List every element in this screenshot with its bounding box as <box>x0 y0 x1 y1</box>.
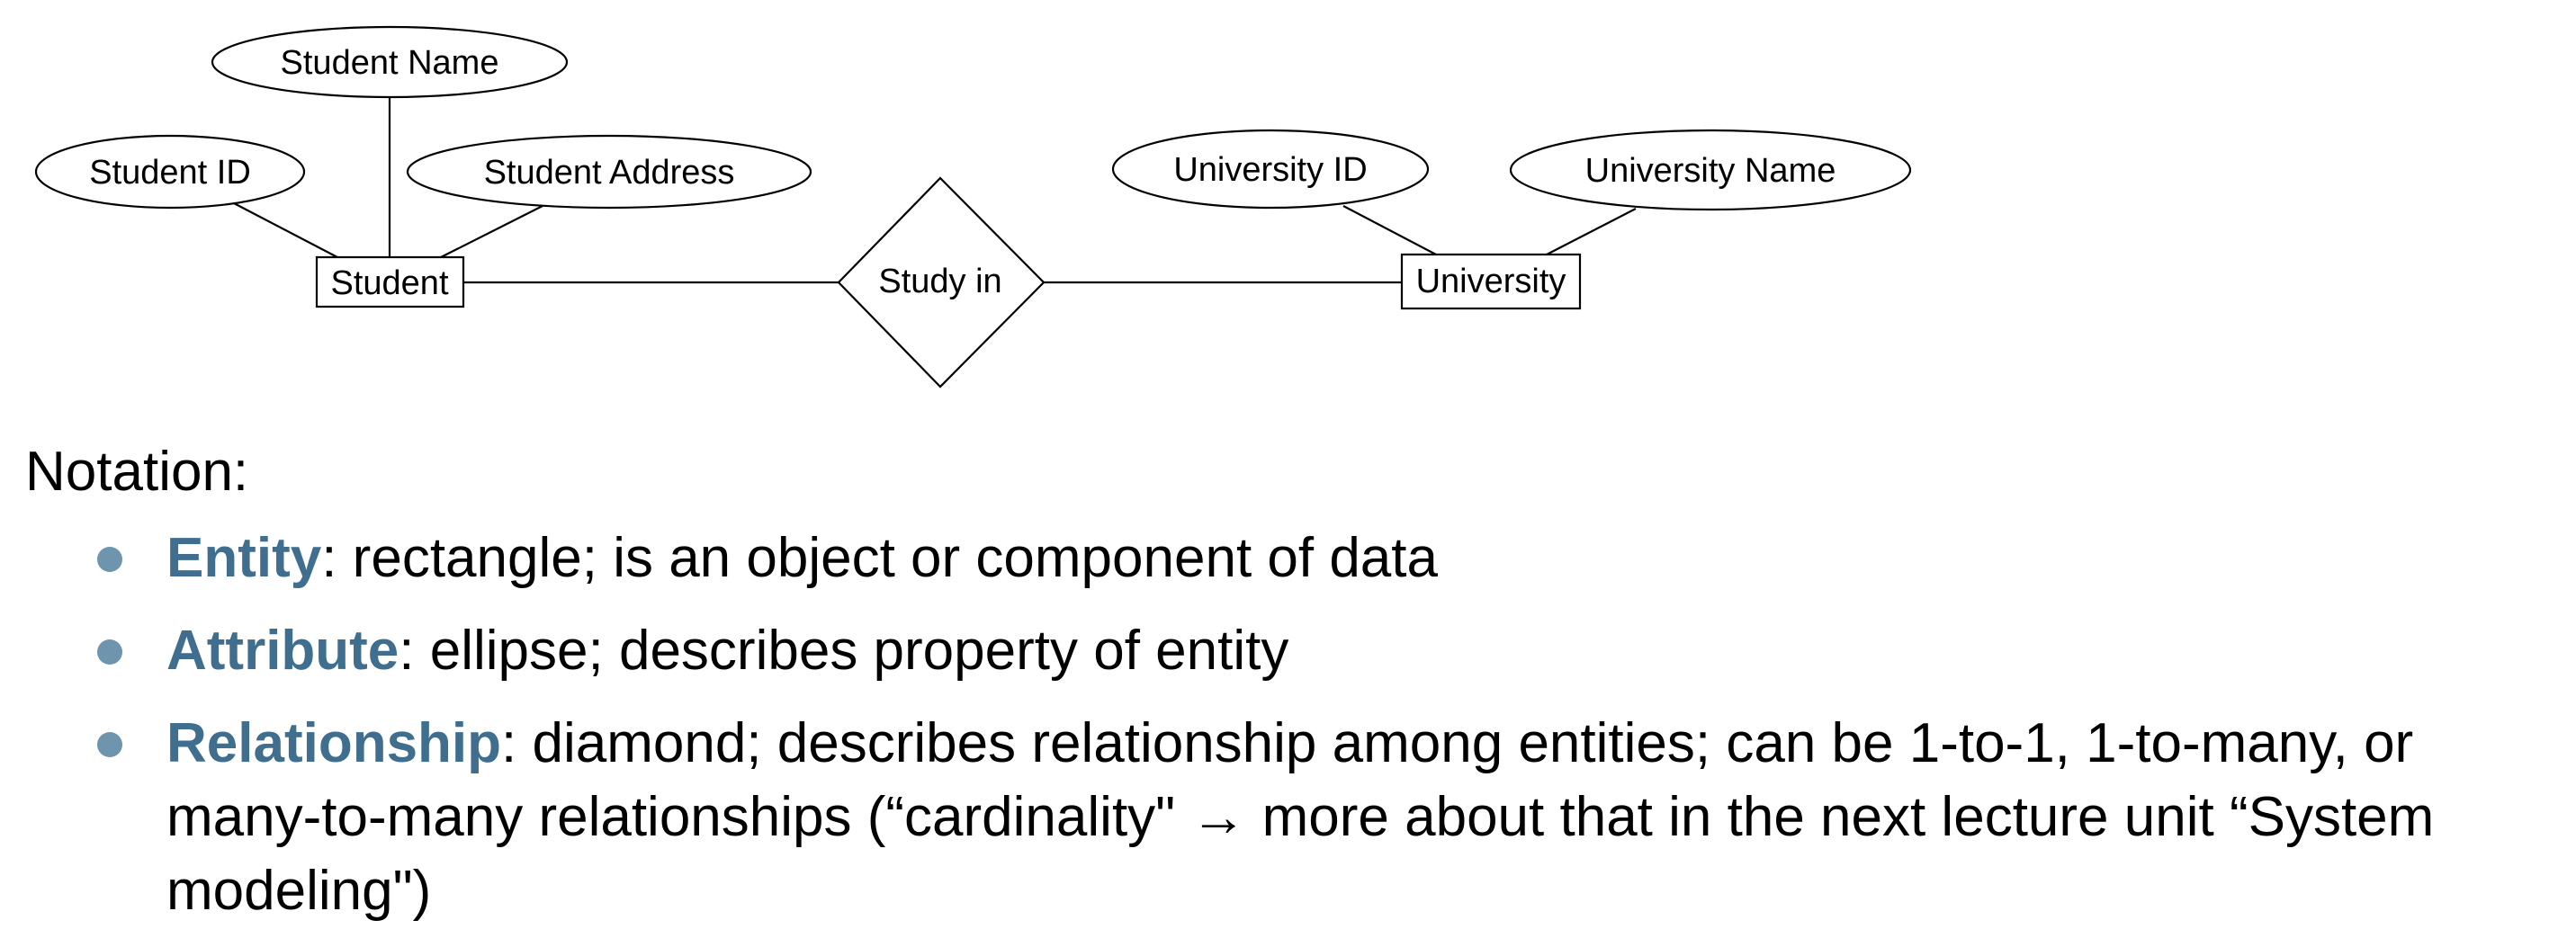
attribute-ellipse-student-address <box>406 134 812 210</box>
notation-term: Relationship <box>166 712 502 774</box>
notation-description: : rectangle; is an object or component o… <box>321 527 1438 589</box>
notation-item-entity: Entity: rectangle; is an object or compo… <box>0 522 2576 595</box>
attribute-ellipse-student-id <box>34 134 306 210</box>
entity-label-student: Student <box>331 264 449 302</box>
edge-student-address <box>440 205 543 258</box>
attribute-label-university-id: University ID <box>1173 151 1367 189</box>
notation-term: Attribute <box>166 620 399 682</box>
entity-label-university: University <box>1416 263 1566 300</box>
attribute-ellipse-student-name <box>211 25 569 99</box>
notation-item-attribute: Attribute: ellipse; describes property o… <box>0 614 2576 688</box>
edge-university-id <box>1342 205 1437 255</box>
edge-university-name <box>1546 208 1637 255</box>
notation-list: Entity: rectangle; is an object or compo… <box>0 522 2576 947</box>
attribute-ellipse-university-id <box>1111 129 1430 210</box>
relationship-diamond-study-in <box>837 176 1046 389</box>
bullet-icon <box>97 639 122 665</box>
entity-box-university <box>1400 253 1582 310</box>
notation-description: : ellipse; describes property of entity <box>399 620 1289 682</box>
attribute-label-student-address: Student Address <box>484 154 735 192</box>
attribute-label-university-name: University Name <box>1585 152 1836 190</box>
bullet-icon <box>97 547 122 572</box>
edge-student-id <box>233 202 338 258</box>
relationship-label-study-in: Study in <box>878 263 1001 300</box>
notation-term: Entity <box>166 527 322 589</box>
er-diagram: Student Name Student ID Student Address … <box>34 25 1912 389</box>
attribute-ellipse-university-name <box>1509 129 1912 211</box>
notation-item-relationship: Relationship: diamond; describes relatio… <box>0 707 2576 928</box>
attribute-label-student-name: Student Name <box>281 44 499 82</box>
notation-heading: Notation: <box>25 441 249 503</box>
notation-description: : diamond; describes relationship among … <box>166 712 2435 922</box>
entity-box-student <box>315 255 465 308</box>
bullet-icon <box>97 732 122 757</box>
attribute-label-student-id: Student ID <box>89 154 251 192</box>
